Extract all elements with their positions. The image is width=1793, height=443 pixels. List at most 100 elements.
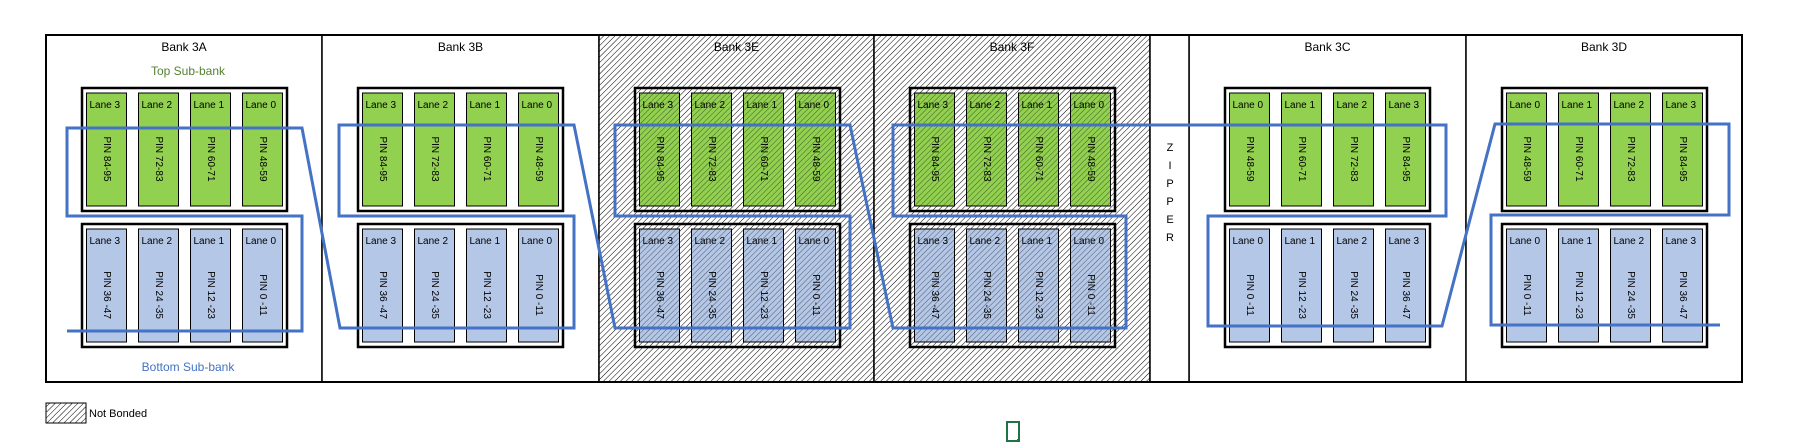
bank-title: Bank 3B: [438, 40, 483, 54]
lane-label: Lane 2: [142, 236, 173, 247]
zipper-letter: P: [1166, 178, 1173, 190]
lane-label: Lane 0: [1074, 100, 1105, 111]
pin-range-label: PIN 84-95: [1400, 136, 1411, 181]
lane-label: Lane 0: [522, 236, 553, 247]
pin-range-label: PIN 36 -47: [1677, 271, 1688, 319]
lane-tile: Lane 2 PIN 24 -35: [138, 228, 179, 343]
pin-range-label: PIN 36 -47: [1400, 271, 1411, 319]
lane-box: [1662, 228, 1703, 343]
subbank-frame: [1223, 222, 1432, 349]
lane-hatch: [743, 93, 784, 206]
lane-box: [190, 228, 231, 343]
outer-border: [45, 34, 1743, 383]
pin-range-label: PIN 12 -23: [205, 271, 216, 319]
pin-range-label: PIN 36 -47: [377, 271, 388, 319]
lane-hatch: [966, 93, 1007, 206]
lane-box: [138, 92, 179, 207]
lane-box: [362, 92, 403, 207]
lane-box: [414, 228, 455, 343]
pin-range-label: PIN 12 -23: [758, 271, 769, 319]
not-bonded-swatch: [45, 402, 87, 424]
lane-label: Lane 2: [1337, 236, 1368, 247]
lane-box: [1610, 92, 1651, 207]
lane-label: Lane 1: [747, 236, 778, 247]
lane-hatch: [691, 93, 732, 206]
subbank-frame: [356, 222, 565, 349]
lane-label: Lane 2: [418, 236, 449, 247]
lane-box: [1281, 228, 1322, 343]
legend-label: Not Bonded: [89, 408, 147, 420]
lane-hatch: [1018, 229, 1059, 342]
pin-range-label: PIN 72-83: [153, 136, 164, 181]
lane-hatch: [966, 229, 1007, 342]
lane-label: Lane 1: [194, 236, 225, 247]
pin-range-label: PIN 24 -35: [1625, 271, 1636, 319]
lane-label: Lane 3: [1389, 100, 1420, 111]
lane-label: Lane 1: [1022, 100, 1053, 111]
lane-box: [1281, 92, 1322, 207]
subbank-frame: [908, 86, 1117, 213]
subbank-frame: [1500, 86, 1709, 213]
lane-hatch: [639, 229, 680, 342]
subbank-frame: [1500, 222, 1709, 349]
bank-title: Bank 3E: [714, 40, 759, 54]
lane-hatch: [1070, 229, 1111, 342]
lane-box: [1229, 92, 1270, 207]
pin-range-label: PIN 72-83: [981, 136, 992, 181]
bank-title: Bank 3C: [1304, 40, 1350, 54]
lane-label: Lane 2: [418, 100, 449, 111]
lane-label: Lane 1: [747, 100, 778, 111]
pin-range-label: PIN 36 -47: [101, 271, 112, 319]
lane-label: Lane 3: [90, 236, 121, 247]
lane-box: [1385, 92, 1426, 207]
lane-box: [1506, 228, 1547, 343]
lane-box: [362, 228, 403, 343]
lane-label: Lane 3: [918, 100, 949, 111]
lane-box: [190, 92, 231, 207]
lane-box: [414, 92, 455, 207]
lane-label: Lane 0: [1074, 236, 1105, 247]
pin-range-label: PIN 48-59: [257, 136, 268, 181]
pin-range-label: PIN 36 -47: [929, 271, 940, 319]
pin-range-label: PIN 48-59: [810, 136, 821, 181]
pin-range-label: PIN 60-71: [1296, 136, 1307, 181]
lane-label: Lane 1: [470, 100, 501, 111]
lane-label: Lane 3: [1389, 236, 1420, 247]
pin-range-label: PIN 84-95: [101, 136, 112, 181]
pin-range-label: PIN 24 -35: [153, 271, 164, 319]
lane-label: Lane 0: [246, 236, 277, 247]
lane-hatch: [639, 93, 680, 206]
bottom-subbank: Lane 3 PIN 36 -47 Lane 2 PIN 24 -35 Lane 1 PI…: [80, 222, 289, 349]
lane-label: Lane 3: [1666, 236, 1697, 247]
subbank-frame: [633, 222, 842, 349]
lane-label: Lane 2: [1614, 236, 1645, 247]
